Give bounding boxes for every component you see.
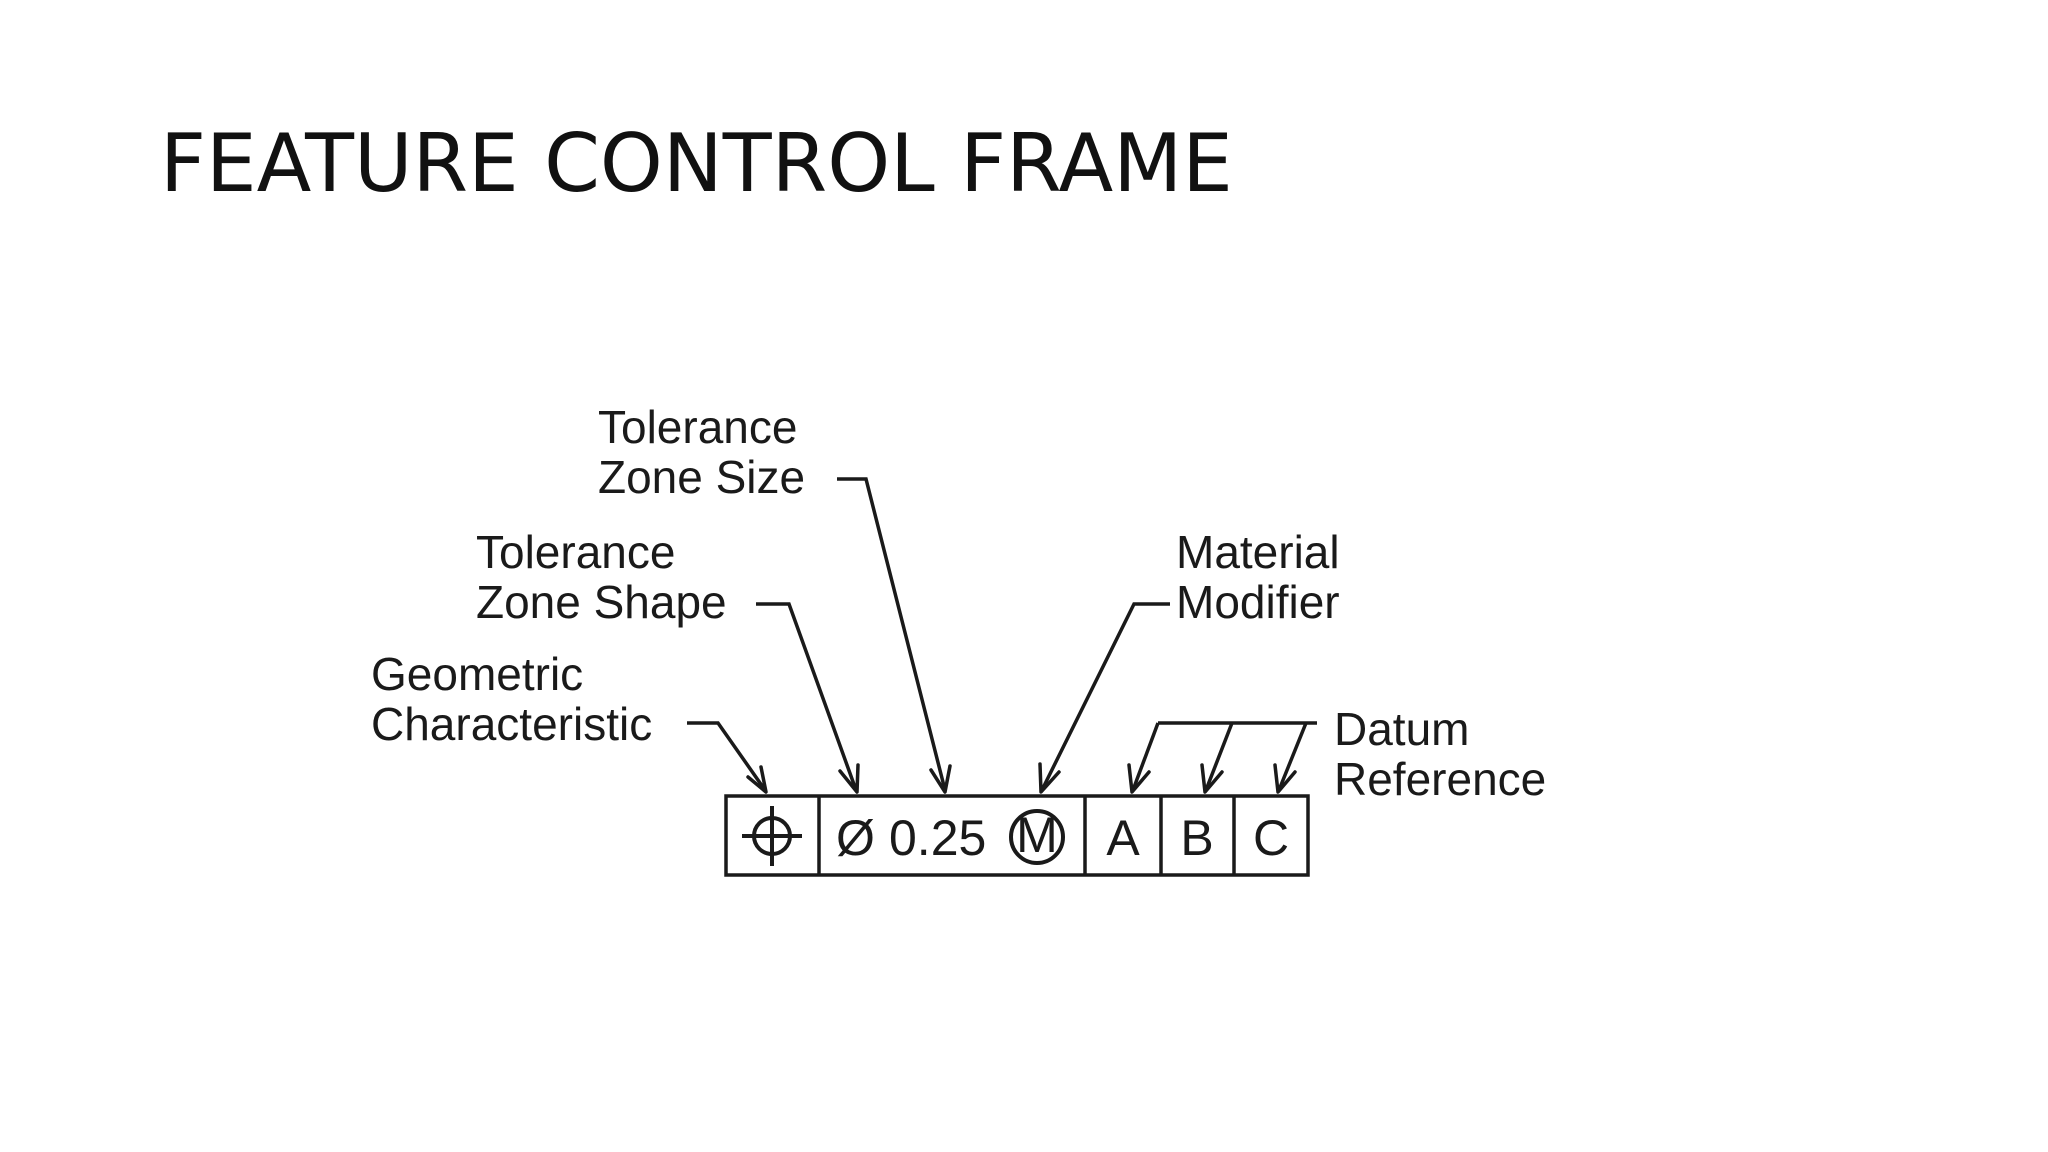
diameter-symbol: Ø bbox=[836, 810, 875, 866]
datum-reference-label-line1: Datum bbox=[1334, 703, 1469, 755]
leader-tolerance-zone-size bbox=[837, 477, 952, 794]
geometric-characteristic-label-line1: Geometric bbox=[371, 648, 583, 700]
leader-geometric-characteristic bbox=[687, 721, 768, 794]
leader-material-modifier bbox=[1038, 602, 1170, 794]
geometric-characteristic-label-line2: Characteristic bbox=[371, 698, 652, 750]
datum-c: C bbox=[1253, 810, 1289, 866]
tolerance-value: 0.25 bbox=[889, 810, 986, 866]
position-icon bbox=[742, 806, 802, 866]
leader-datum-reference bbox=[1127, 721, 1317, 794]
datum-b: B bbox=[1180, 810, 1213, 866]
callout-tolerance-zone-shape: Tolerance Zone Shape bbox=[476, 526, 727, 628]
callout-material-modifier: Material Modifier bbox=[1176, 526, 1340, 628]
frame-outline bbox=[724, 794, 1310, 877]
datum-a: A bbox=[1106, 810, 1140, 866]
datum-reference-label-line2: Reference bbox=[1334, 753, 1546, 805]
tolerance-zone-size-label-line1: Tolerance bbox=[598, 401, 797, 453]
material-modifier-label-line1: Material bbox=[1176, 526, 1340, 578]
tolerance-zone-size-label-line2: Zone Size bbox=[598, 451, 805, 503]
callout-geometric-characteristic: Geometric Characteristic bbox=[371, 648, 652, 750]
tolerance-zone-shape-label-line2: Zone Shape bbox=[476, 576, 727, 628]
callout-tolerance-zone-size: Tolerance Zone Size bbox=[598, 401, 805, 503]
tolerance-zone-shape-label-line1: Tolerance bbox=[476, 526, 675, 578]
leader-tolerance-zone-shape bbox=[756, 602, 860, 794]
feature-control-frame: Ø 0.25 M A B C bbox=[724, 794, 1310, 877]
callout-datum-reference: Datum Reference bbox=[1334, 703, 1546, 805]
mmc-modifier-icon: M bbox=[1009, 807, 1065, 865]
slide-title: FEATURE CONTROL FRAME bbox=[160, 117, 1233, 210]
modifier-letter: M bbox=[1016, 807, 1058, 863]
material-modifier-label-line2: Modifier bbox=[1176, 576, 1340, 628]
